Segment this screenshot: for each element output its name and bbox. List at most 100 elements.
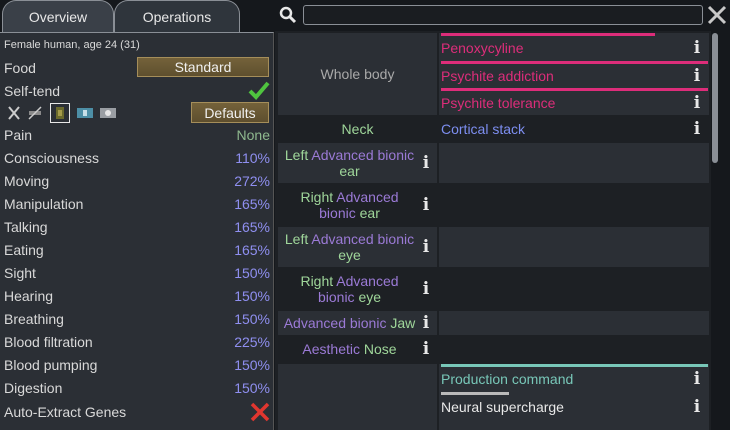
- bodypart-label: Advanced bionic Jaw: [284, 315, 416, 331]
- bodypart-label: Right Advanced bionic ear: [282, 189, 417, 221]
- bodypart-row[interactable]: Right Advanced bionic ear: [278, 185, 437, 225]
- bodypart-hediffs: [439, 143, 709, 183]
- search-input[interactable]: [303, 5, 703, 25]
- info-icon[interactable]: i: [693, 397, 701, 417]
- close-icon[interactable]: [707, 5, 727, 25]
- capacity-value: 110%: [235, 150, 270, 166]
- glitterworld-medicine-icon[interactable]: [99, 106, 117, 120]
- info-icon[interactable]: i: [693, 93, 701, 113]
- food-policy-button[interactable]: Standard: [137, 57, 269, 77]
- bodypart-hediffs: [439, 227, 709, 267]
- bodypart-row[interactable]: Left Advanced bionic ear: [278, 143, 437, 183]
- scrollbar[interactable]: [712, 33, 718, 163]
- auto-extract-row: Auto-Extract Genes: [4, 401, 270, 423]
- hediff-row[interactable]: Neural supercharge i: [441, 394, 708, 420]
- bodypart-label-part: Advanced bionic: [311, 147, 415, 163]
- info-icon[interactable]: i: [422, 279, 430, 299]
- hediff-label: Psychite addiction: [441, 68, 554, 84]
- bodypart-row[interactable]: Advanced bionic Jaw: [278, 311, 437, 335]
- info-icon[interactable]: i: [422, 195, 430, 215]
- bodypart-label-part: Advanced bionic: [283, 315, 387, 331]
- capacity-row[interactable]: Pain None: [4, 124, 270, 146]
- capacity-value: None: [236, 127, 270, 143]
- hediff-row[interactable]: Psychite addiction i: [441, 63, 708, 89]
- bodypart-label: Left Advanced bionic ear: [282, 147, 417, 179]
- bodypart-label-part: Advanced bionic: [311, 231, 415, 247]
- bodypart-label-part: Left: [284, 231, 312, 247]
- info-icon[interactable]: i: [693, 38, 701, 58]
- capacity-value: 165%: [234, 219, 270, 235]
- bodypart-label-part: Right: [300, 273, 337, 289]
- bodypart-label: Right Advanced bionic eye: [282, 273, 417, 305]
- info-icon[interactable]: i: [693, 119, 701, 139]
- capacity-name: Talking: [4, 219, 48, 235]
- capacity-row[interactable]: Consciousness 110%: [4, 147, 270, 169]
- bodypart-label-part: Nose: [360, 341, 397, 357]
- neck-hediffs: [439, 117, 709, 141]
- bodypart-label: Left Advanced bionic eye: [282, 231, 417, 263]
- selftend-label: Self-tend: [4, 83, 61, 99]
- tab-overview[interactable]: Overview: [2, 0, 114, 33]
- bodypart-whole-body[interactable]: Whole body: [278, 33, 437, 115]
- bodypart-label-part: ear: [355, 205, 380, 221]
- overview-panel: Female human, age 24 (31) Food Standard …: [0, 32, 274, 430]
- auto-extract-toggle[interactable]: [250, 402, 270, 422]
- capacity-name: Consciousness: [4, 150, 99, 166]
- hediff-row[interactable]: Production command i: [441, 366, 708, 392]
- info-icon[interactable]: i: [422, 339, 430, 359]
- capacity-name: Manipulation: [4, 196, 84, 212]
- bodypart-row[interactable]: Aesthetic Nose: [278, 337, 437, 361]
- bodypart-neck[interactable]: Neck: [278, 117, 437, 141]
- selftend-checkbox[interactable]: [248, 80, 270, 100]
- herbal-medicine-icon[interactable]: [50, 103, 70, 123]
- bodypart-row[interactable]: Right Advanced bionic eye: [278, 269, 437, 309]
- head-hediffs: [439, 364, 709, 430]
- info-icon[interactable]: i: [422, 153, 430, 173]
- bodypart-label-part: ear: [339, 163, 360, 179]
- info-icon[interactable]: i: [422, 313, 430, 333]
- tab-operations-label: Operations: [142, 9, 212, 25]
- info-icon[interactable]: i: [693, 369, 701, 389]
- tab-operations[interactable]: Operations: [114, 0, 240, 33]
- capacity-name: Sight: [4, 265, 36, 281]
- capacity-name: Hearing: [4, 288, 54, 304]
- capacity-value: 150%: [234, 265, 270, 281]
- info-icon[interactable]: i: [422, 237, 430, 257]
- capacity-row[interactable]: Sight 150%: [4, 262, 270, 284]
- capacity-name: Breathing: [4, 311, 64, 327]
- no-meds-icon[interactable]: [27, 105, 43, 121]
- hediff-label: Neural supercharge: [441, 399, 564, 415]
- info-icon[interactable]: i: [693, 66, 701, 86]
- defaults-button[interactable]: Defaults: [191, 102, 269, 123]
- industrial-medicine-icon[interactable]: [76, 106, 94, 120]
- bodypart-label: Neck: [341, 121, 374, 137]
- bodypart-label-part: Left: [284, 147, 312, 163]
- bodypart-hediffs: [439, 185, 709, 225]
- capacity-name: Moving: [4, 173, 50, 189]
- capacity-row[interactable]: Talking 165%: [4, 216, 270, 238]
- capacity-name: Blood pumping: [4, 357, 98, 373]
- capacity-value: 150%: [234, 311, 270, 327]
- bodypart-head[interactable]: [278, 364, 437, 430]
- bodypart-label-part: Jaw: [386, 315, 416, 331]
- hediff-label: Production command: [441, 371, 574, 387]
- bodypart-row[interactable]: Left Advanced bionic eye: [278, 227, 437, 267]
- severity-bar: [441, 33, 655, 36]
- whole-body-hediffs: [439, 33, 709, 115]
- capacity-name: Pain: [4, 127, 33, 143]
- capacity-row[interactable]: Breathing 150%: [4, 308, 270, 330]
- search-icon: [279, 6, 297, 24]
- no-care-icon[interactable]: [6, 105, 22, 121]
- bodypart-label-part: eye: [354, 289, 382, 305]
- bodypart-hediffs: [439, 311, 709, 335]
